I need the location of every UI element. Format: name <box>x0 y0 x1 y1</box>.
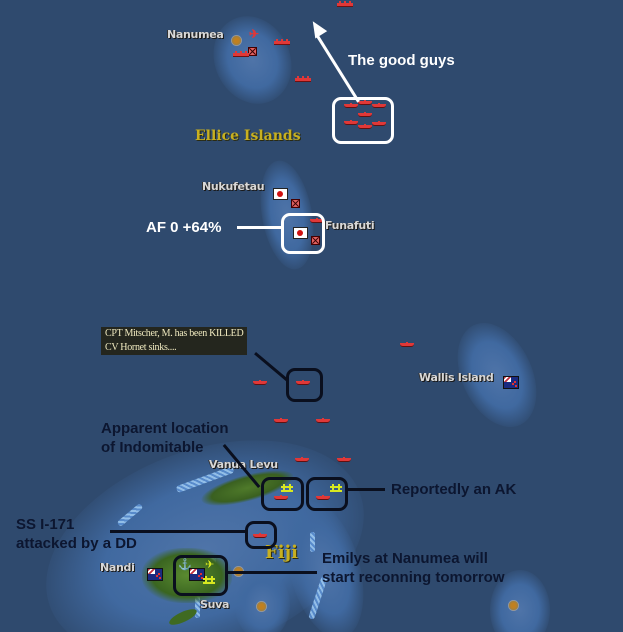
annotation-box-indomitable <box>261 477 304 511</box>
annotation-box-suva <box>173 555 228 596</box>
airgroup-icon[interactable]: ✈ <box>205 559 215 571</box>
enemy-fleet-icon[interactable] <box>233 50 249 57</box>
region-label-ellice-islands: Ellice Islands <box>195 128 301 144</box>
enemy-fleet-icon[interactable] <box>274 38 290 45</box>
anchor-icon[interactable]: ⚓ <box>178 559 192 571</box>
atoll <box>256 601 267 612</box>
enemy-submarine-icon[interactable] <box>253 533 267 538</box>
enemy-ship-icon[interactable] <box>358 100 372 105</box>
annotation-line <box>110 530 246 533</box>
allied-taskforce-icon[interactable] <box>203 576 215 584</box>
place-label-nanumea[interactable]: Nanumea <box>167 28 224 41</box>
enemy-ship-icon[interactable] <box>253 380 267 385</box>
combat-report-popup: CPT Mitscher, M. has been KILLED CV Horn… <box>101 327 248 355</box>
enemy-fleet-icon[interactable] <box>295 75 311 82</box>
japan-flag-icon[interactable] <box>273 188 288 200</box>
shoal-south <box>490 570 550 632</box>
base-icon[interactable] <box>248 47 257 56</box>
annotation-box-ak <box>306 477 348 511</box>
reef <box>310 532 315 552</box>
base-icon[interactable] <box>291 199 300 208</box>
enemy-ship-icon[interactable] <box>344 103 358 108</box>
enemy-ship-icon[interactable] <box>295 457 309 462</box>
airgroup-icon[interactable]: ✈ <box>249 27 260 41</box>
annotation-box-submarine <box>245 521 277 549</box>
annotation-line <box>347 488 385 491</box>
atoll <box>508 600 519 611</box>
place-label-wallis-island[interactable]: Wallis Island <box>419 371 494 384</box>
enemy-ship-icon[interactable] <box>274 495 288 500</box>
annotation-box-funafuti <box>281 213 325 254</box>
place-label-nandi[interactable]: Nandi <box>100 561 135 574</box>
enemy-fleet-icon[interactable] <box>337 0 353 7</box>
place-label-vanua-levu[interactable]: Vanua Levu <box>209 458 278 471</box>
enemy-ship-icon[interactable] <box>337 457 351 462</box>
enemy-ship-icon[interactable] <box>274 418 288 423</box>
enemy-ship-icon[interactable] <box>316 495 330 500</box>
arrow-up-icon <box>306 17 328 39</box>
atoll-nanumea <box>231 35 242 46</box>
annotation-box-good-guys <box>332 97 394 144</box>
place-label-nukufetau[interactable]: Nukufetau <box>202 180 265 193</box>
annotation-line <box>254 352 289 382</box>
enemy-ship-icon[interactable] <box>372 121 386 126</box>
annotation-submarine: SS I-171 attacked by a DD <box>16 516 137 552</box>
japan-flag-icon[interactable] <box>293 227 308 239</box>
annotation-line <box>227 571 317 574</box>
annotation-airfield: AF 0 +64% <box>146 219 222 236</box>
nz-flag-icon[interactable] <box>189 568 205 581</box>
annotation-good-guys: The good guys <box>348 52 455 69</box>
enemy-ship-icon[interactable] <box>344 120 358 125</box>
enemy-ship-icon[interactable] <box>372 103 386 108</box>
place-label-funafuti[interactable]: Funafuti <box>325 219 375 232</box>
reef <box>195 590 200 618</box>
annotation-ak: Reportedly an AK <box>391 481 517 498</box>
enemy-ship-icon[interactable] <box>358 124 372 129</box>
place-label-suva[interactable]: Suva <box>200 598 230 611</box>
annotation-indomitable: Apparent location of Indomitable <box>101 420 229 456</box>
shoal-nanumea <box>199 3 306 117</box>
enemy-ship-icon[interactable] <box>358 112 372 117</box>
enemy-ship-icon[interactable] <box>316 418 330 423</box>
annotation-line <box>237 226 282 229</box>
nz-flag-icon[interactable] <box>147 568 163 581</box>
base-icon[interactable] <box>311 236 320 245</box>
enemy-ship-icon[interactable] <box>400 342 414 347</box>
allied-taskforce-icon[interactable] <box>330 484 342 492</box>
annotation-emilys: Emilys at Nanumea will start reconning t… <box>322 550 505 586</box>
enemy-ship-icon[interactable] <box>296 380 310 385</box>
nz-flag-icon[interactable] <box>503 376 519 389</box>
annotation-box-hornet <box>286 368 323 402</box>
allied-taskforce-icon[interactable] <box>281 484 293 492</box>
